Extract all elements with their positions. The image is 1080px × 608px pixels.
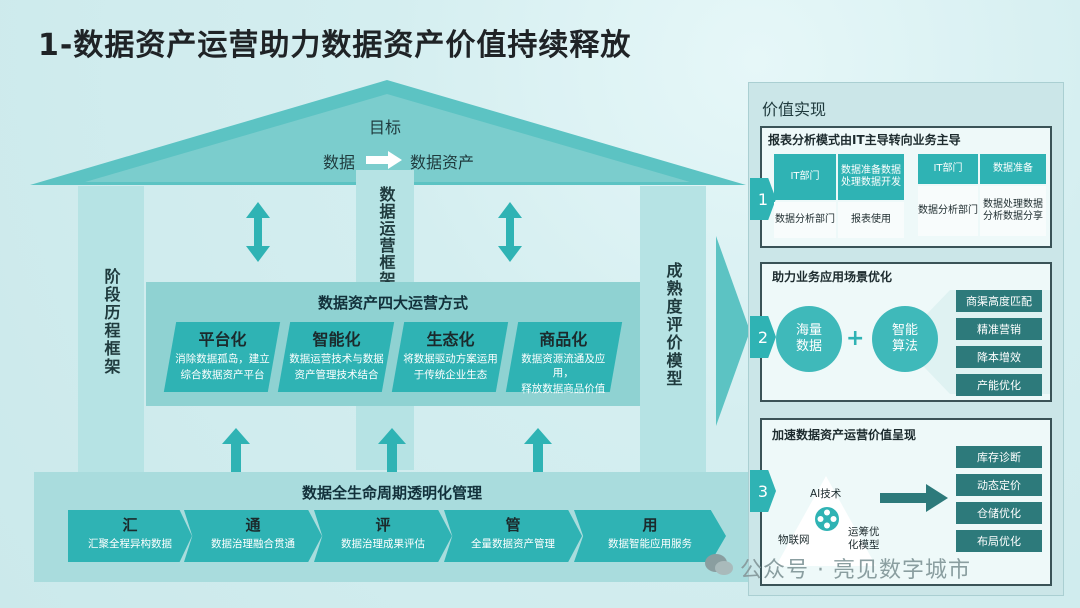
up-down-arrow-icon (246, 202, 270, 262)
goal-to: 数据资产 (410, 153, 475, 172)
cell-it-dept-2: IT部门 (918, 154, 978, 184)
cell-analysis-dept-2: 数据分析部门 (918, 186, 978, 236)
up-arrow-icon (524, 428, 552, 472)
left-pillar (78, 186, 144, 478)
stage-desc: 汇聚全程异构数据 (88, 538, 172, 550)
right-pillar (640, 186, 706, 478)
tag-capacity-optimization: 产能优化 (956, 374, 1042, 396)
tag-warehouse-optimization: 仓储优化 (956, 502, 1042, 524)
ops-card-desc: 数据运营技术与数据 (289, 353, 384, 365)
goal-label: 目标 (368, 118, 401, 137)
fan-shape (900, 290, 1050, 394)
arrow-right-icon (880, 484, 948, 512)
cell-it-dept: IT部门 (774, 154, 836, 200)
value-box-1-title: 报表分析模式由IT主导转向业务主导 (768, 133, 961, 147)
goal-from: 数据 (322, 153, 355, 172)
tag-dynamic-pricing: 动态定价 (956, 474, 1042, 496)
circle-smart-algorithm: 智能算法 (872, 306, 938, 372)
ops-card-desc: 释放数据商品价值 (521, 383, 606, 395)
ops-title: 数据资产四大运营方式 (317, 294, 468, 312)
ops-card-title: 平台化 (198, 330, 247, 349)
ops-card-title: 生态化 (426, 330, 475, 349)
stage-gather: 汇 汇聚全程异构数据 (68, 510, 192, 562)
stage-desc: 数据治理融合贯通 (211, 538, 295, 550)
film-reel-icon (815, 507, 839, 531)
stage-evaluate: 评 数据治理成果评估 (314, 510, 452, 562)
tag-cost-reduction: 降本增效 (956, 346, 1042, 368)
left-pillar-label: 阶段历程框架 (101, 268, 121, 376)
value-box-3-title: 加速数据资产运营价值呈现 (772, 428, 917, 442)
center-pillar-label: 数据运营框架 (376, 186, 396, 288)
ops-card-intelligent: 智能化 数据运营技术与数据 资产管理技术结合 (277, 322, 395, 392)
cell-processing: 数据处理数据分析数据分享 (980, 186, 1046, 236)
cell-data-prep-2: 数据准备 (980, 154, 1046, 184)
stage-manage: 管 全量数据资产管理 (444, 510, 582, 562)
ops-card-desc: 资产管理技术结合 (294, 369, 379, 381)
tag-precision-marketing: 精准营销 (956, 318, 1042, 340)
cell-report-use: 报表使用 (838, 202, 904, 238)
ops-card-desc: 数据资源流通及应用， (521, 353, 606, 379)
tag-inventory-diagnosis: 库存诊断 (956, 446, 1042, 468)
big-arrow-right-icon (716, 236, 750, 426)
tag-layout-optimization: 布局优化 (956, 530, 1042, 552)
house-roof (30, 80, 746, 185)
lifecycle-title: 数据全生命周期透明化管理 (301, 484, 482, 502)
stage-title: 汇 (122, 516, 138, 534)
up-down-arrow-icon (498, 202, 522, 262)
stage-desc: 数据治理成果评估 (341, 538, 425, 550)
stage-title: 管 (505, 516, 521, 534)
stage-desc: 全量数据资产管理 (471, 538, 555, 550)
stage-title: 用 (642, 516, 658, 534)
plus-icon: + (846, 326, 865, 351)
ops-card-desc: 消除数据孤岛，建立 (175, 353, 270, 365)
value-title: 价值实现 (762, 100, 827, 119)
page-title: 1-数据资产运营助力数据资产价值持续释放 (38, 28, 632, 63)
ops-card-platform: 平台化 消除数据孤岛，建立 综合数据资产平台 (163, 322, 281, 392)
cell-data-prep: 数据准备数据处理数据开发 (838, 154, 904, 200)
cell-analysis-dept: 数据分析部门 (774, 202, 836, 238)
stage-desc: 数据智能应用服务 (608, 538, 692, 550)
right-pillar-label: 成熟度评价模型 (663, 262, 683, 388)
up-arrow-icon (222, 428, 250, 472)
iot-label: 物联网 (778, 534, 810, 546)
ops-card-desc: 于传统企业生态 (413, 369, 488, 381)
ai-label: AI技术 (810, 488, 842, 500)
stage-title: 通 (245, 516, 261, 534)
stage-connect: 通 数据治理融合贯通 (184, 510, 322, 562)
ops-card-commodity: 商品化 数据资源流通及应用， 释放数据商品价值 (505, 322, 623, 395)
ops-card-ecosystem: 生态化 将数据驱动方案运用 于传统企业生态 (391, 322, 509, 392)
value-box-2-title: 助力业务应用场景优化 (772, 270, 893, 284)
wechat-icon (705, 554, 733, 575)
ops-card-desc: 将数据驱动方案运用 (403, 353, 498, 365)
optimization-label: 运筹优化模型 (848, 526, 880, 551)
ops-card-title: 智能化 (312, 330, 361, 349)
tag-channel-match: 商渠高度匹配 (956, 290, 1042, 312)
ops-card-title: 商品化 (539, 330, 588, 349)
circle-massive-data: 海量数据 (776, 306, 842, 372)
stage-title: 评 (375, 516, 391, 534)
ops-card-desc: 综合数据资产平台 (180, 369, 265, 381)
up-arrow-icon (378, 428, 406, 472)
arrow-right-icon (366, 151, 402, 169)
stage-use: 用 数据智能应用服务 (574, 510, 726, 562)
watermark: 公众号 · 亮见数字城市 (740, 558, 971, 583)
